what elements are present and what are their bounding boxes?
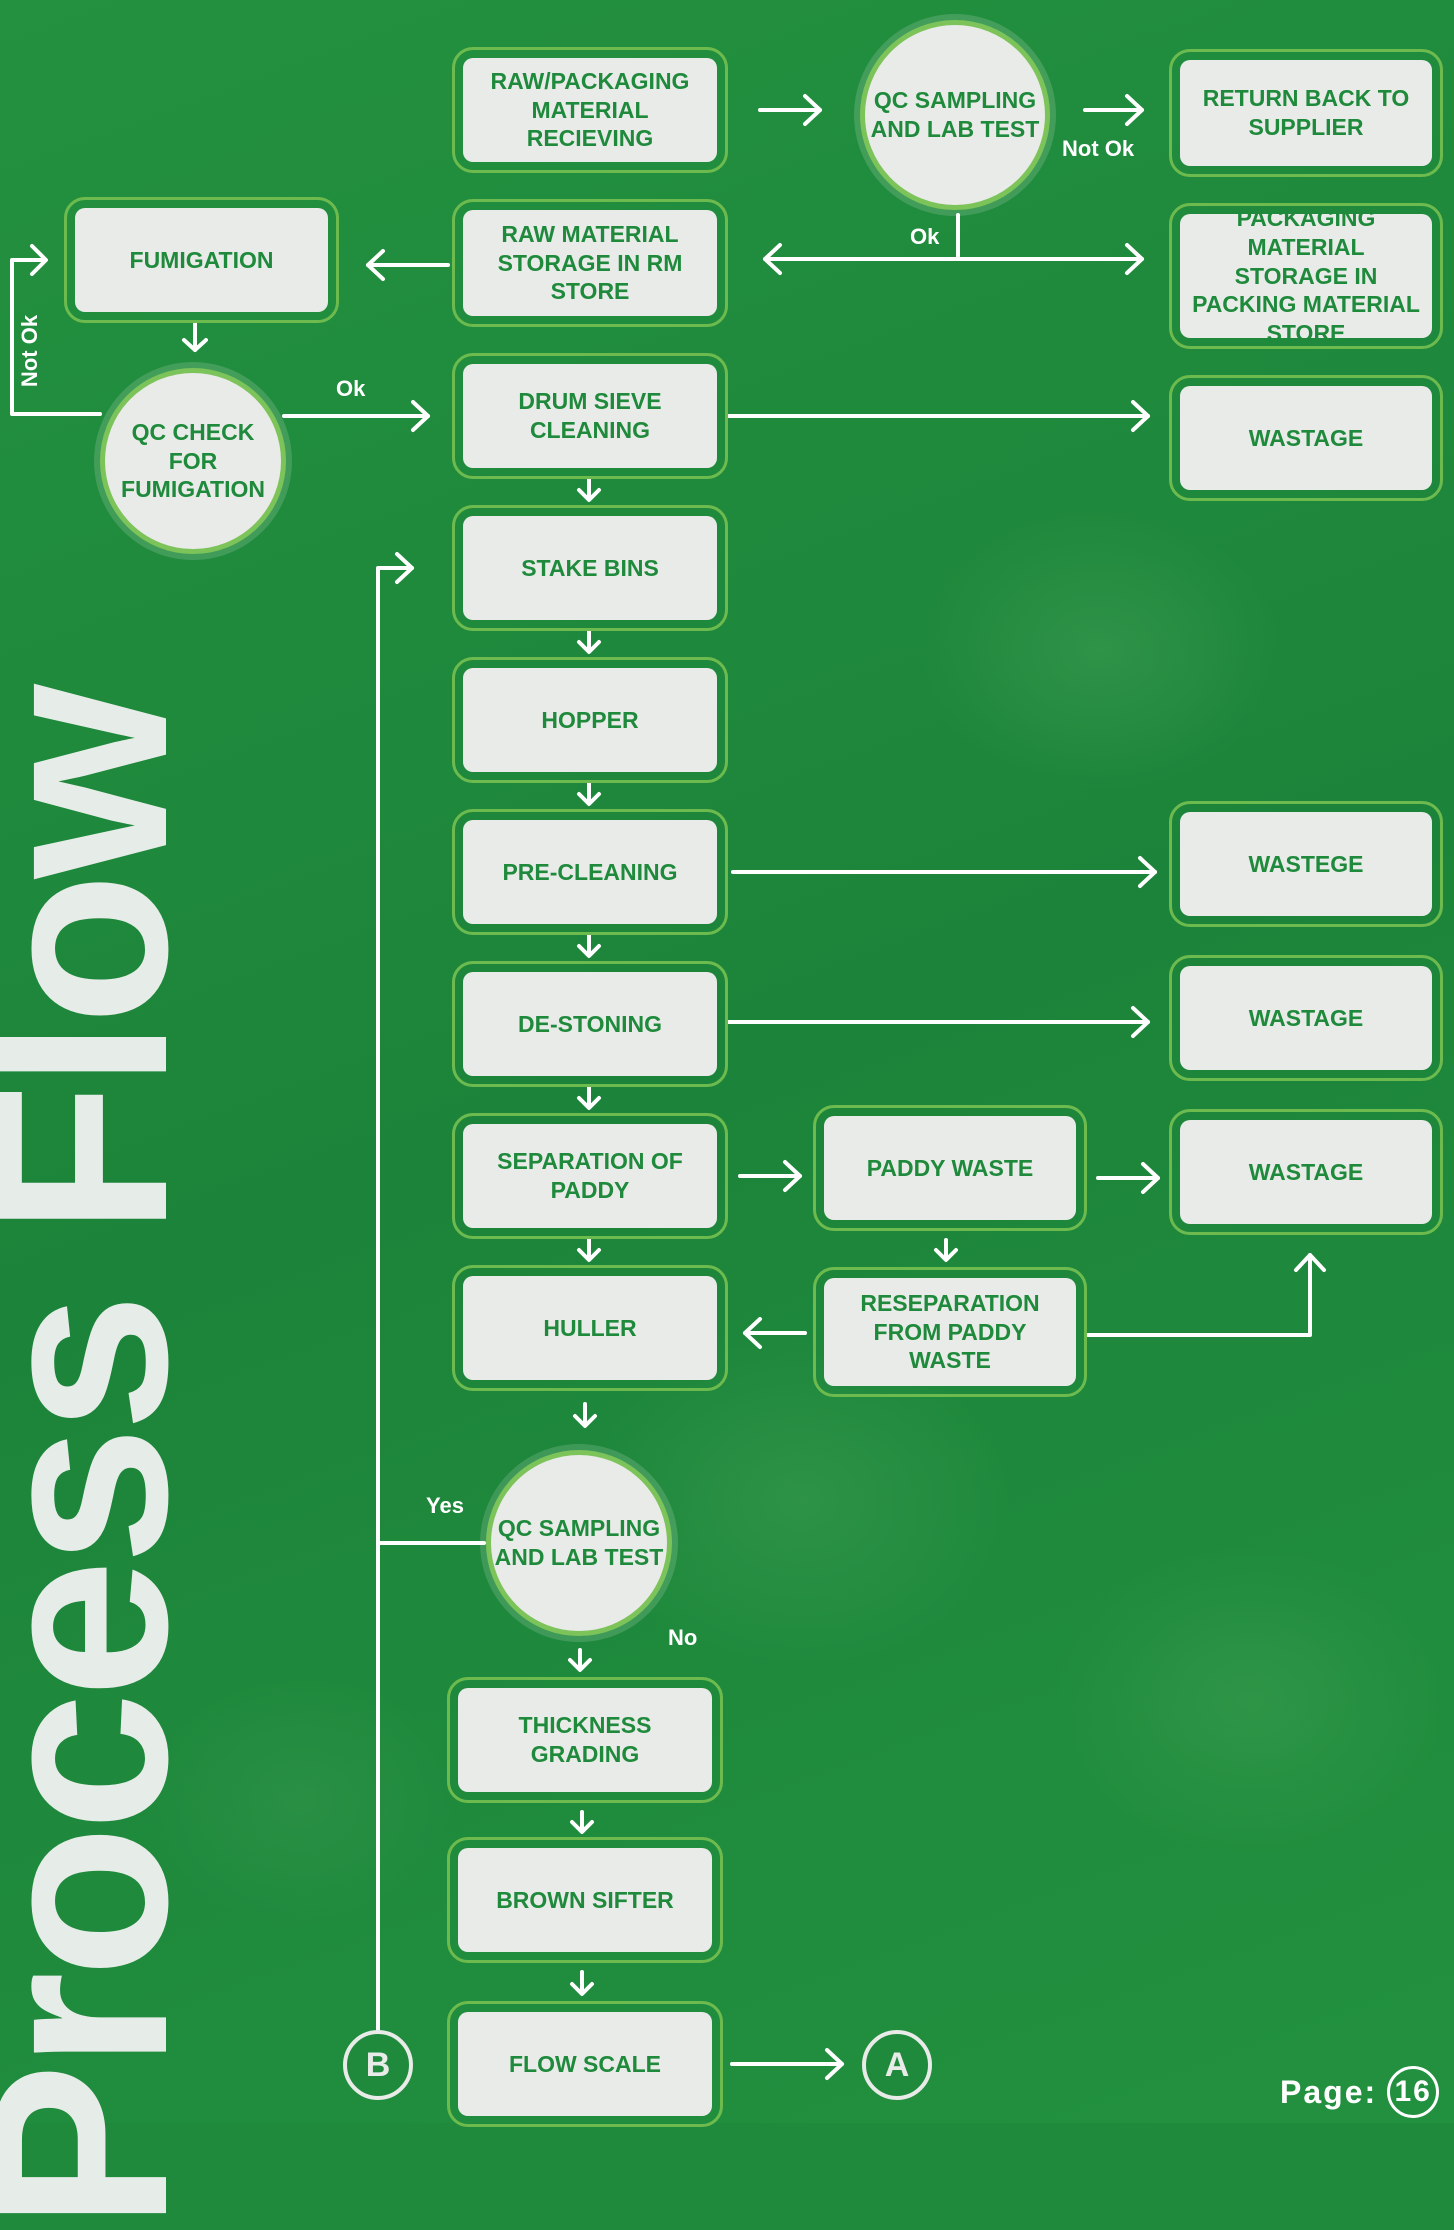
- node-qc-sampling-mid: QC SAMPLING AND LAB TEST: [486, 1450, 672, 1636]
- node-raw-storage: RAW MATERIAL STORAGE IN RM STORE: [452, 199, 728, 327]
- node-wastege-2: WASTEGE: [1169, 801, 1443, 927]
- node-reseparation: RESEPARATION FROM PADDY WASTE: [813, 1267, 1087, 1397]
- connector-b: B: [343, 2030, 413, 2100]
- label-yes: Yes: [426, 1493, 464, 1518]
- node-qc-sampling-top: QC SAMPLING AND LAB TEST: [860, 20, 1050, 210]
- node-de-stoning: DE-STONING: [452, 961, 728, 1087]
- node-raw-receiving: RAW/PACKAGING MATERIAL RECIEVING: [452, 47, 728, 173]
- connector-a: A: [862, 2030, 932, 2100]
- node-stake-bins: STAKE BINS: [452, 505, 728, 631]
- node-wastage-3: WASTAGE: [1169, 955, 1443, 1081]
- label-not-ok-side: Not Ok: [17, 314, 43, 388]
- node-separation-paddy: SEPARATION OF PADDY: [452, 1113, 728, 1239]
- node-fumigation: FUMIGATION: [64, 197, 339, 323]
- label-no: No: [668, 1625, 698, 1650]
- node-flow-scale: FLOW SCALE: [447, 2001, 723, 2127]
- page-indicator: Page: 16: [1280, 2066, 1440, 2118]
- node-qc-fumigation: QC CHECK FOR FUMIGATION: [100, 368, 286, 554]
- node-packaging-storage: PACKAGING MATERIAL STORAGE IN PACKING MA…: [1169, 203, 1443, 349]
- label-ok-top: Ok: [910, 224, 940, 249]
- node-return-supplier: RETURN BACK TO SUPPLIER: [1169, 49, 1443, 177]
- node-drum-sieve: DRUM SIEVE CLEANING: [452, 353, 728, 479]
- node-brown-sifter: BROWN SIFTER: [447, 1837, 723, 1963]
- node-thickness-grading: THICKNESS GRADING: [447, 1677, 723, 1803]
- arrow-not-ok-loop: [10, 258, 102, 416]
- label-not-ok-top: Not Ok: [1062, 136, 1135, 161]
- node-wastage-1: WASTAGE: [1169, 375, 1443, 501]
- node-paddy-waste: PADDY WASTE: [813, 1105, 1087, 1231]
- connector-lines: [10, 94, 1326, 2080]
- page-label: Page:: [1280, 2073, 1378, 2110]
- node-wastage-4: WASTAGE: [1169, 1109, 1443, 1235]
- page-number: 16: [1387, 2066, 1440, 2118]
- label-ok-fumigation: Ok: [336, 376, 366, 401]
- arrow-yes-loop: [376, 566, 414, 2032]
- node-pre-cleaning: PRE-CLEANING: [452, 809, 728, 935]
- node-huller: HULLER: [452, 1265, 728, 1391]
- node-hopper: HOPPER: [452, 657, 728, 783]
